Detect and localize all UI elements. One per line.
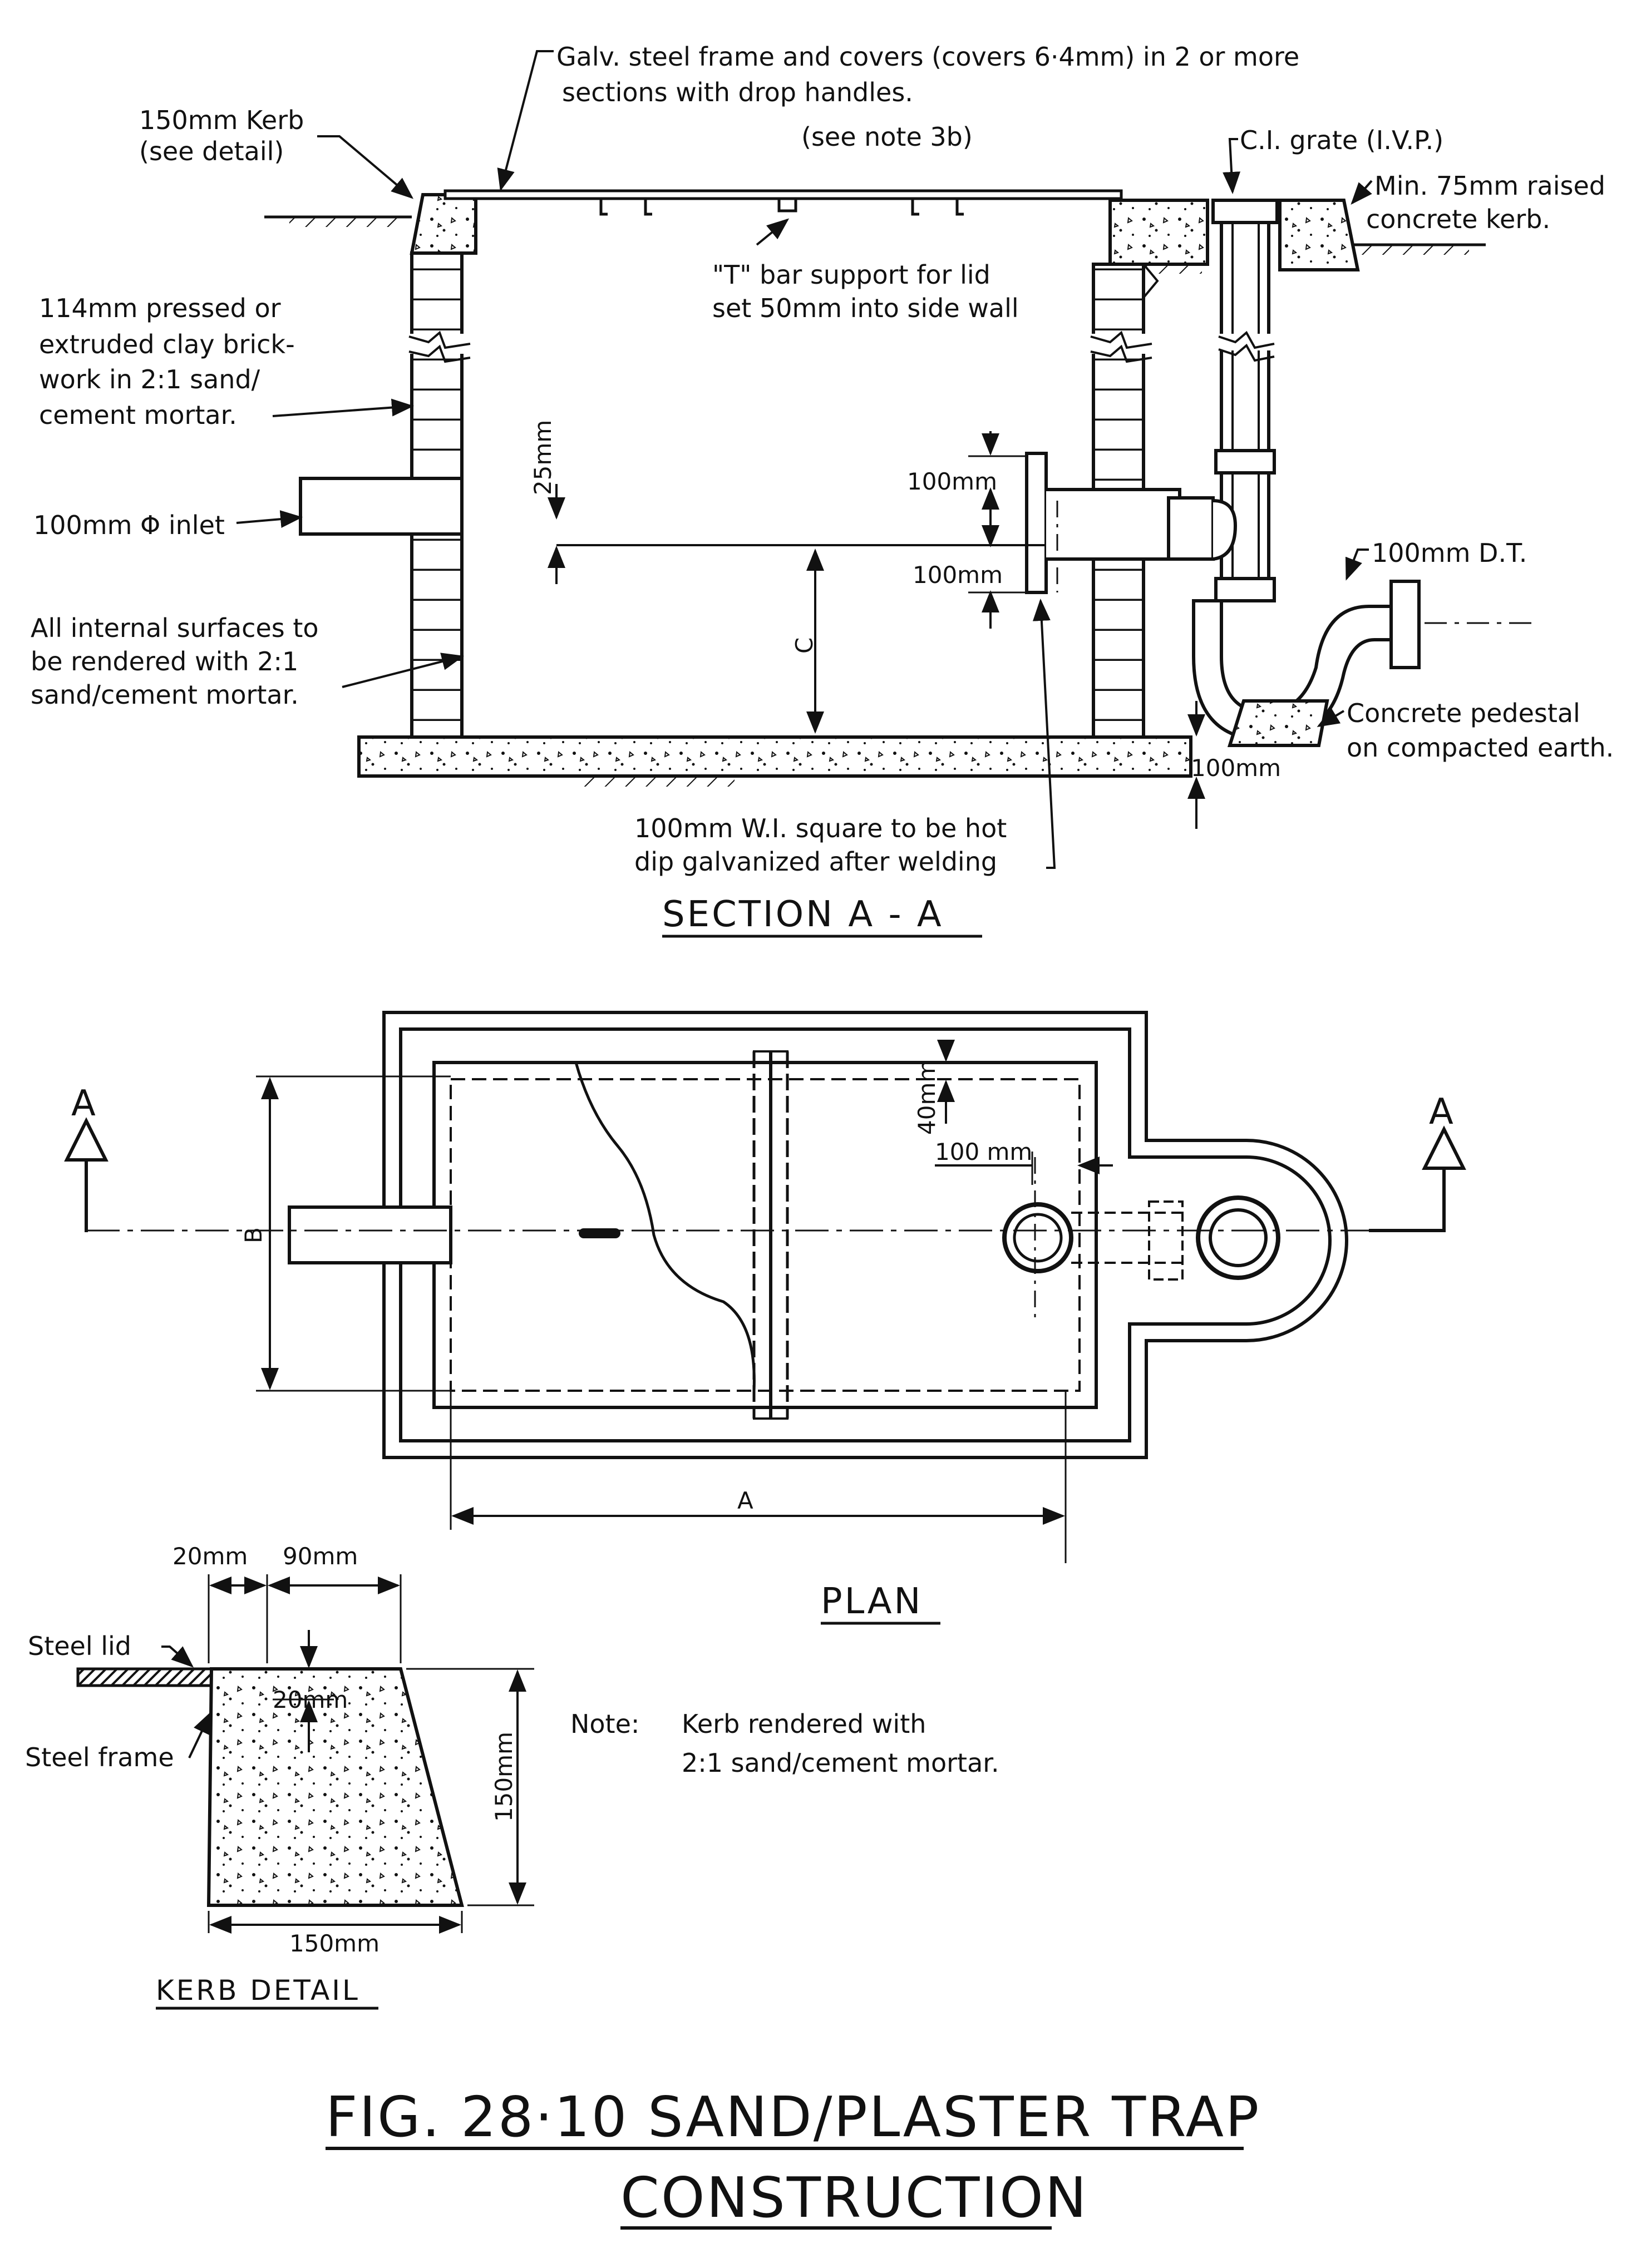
kerb-note: Note: Kerb rendered with 2:1 sand/cement… [570,1709,999,1778]
dim-20mm-top: 20mm [173,1543,248,1570]
right-concrete-slab [1108,199,1209,266]
dim-100mm-slab: 100mm [1191,754,1281,782]
label-kerb-line1: 150mm Kerb [139,105,304,135]
label-tbar-line2: set 50mm into side wall [712,293,1019,323]
svg-text:A: A [1429,1091,1456,1133]
label-steel-lid: Steel lid [28,1631,131,1661]
label-brickwork-line1: 114mm pressed or [39,293,281,323]
label-inlet: 100mm Φ inlet [33,510,225,540]
section-marker-right: A [1369,1091,1466,1232]
figure-title-line2: CONSTRUCTION [620,2165,1088,2230]
plan-cutaway-line [574,1062,756,1391]
label-brickwork-line2: extruded clay brick- [39,329,295,359]
outlet-branch-pipe [1025,452,1238,594]
label-brickwork-line4: cement mortar. [39,400,237,430]
label-raised-kerb-line2: concrete kerb. [1366,204,1550,234]
label-drain-trap: 100mm D.T. [1372,538,1527,568]
dim-100mm-lower: 100mm [913,561,1003,589]
label-kerb-line2: (see detail) [139,136,284,166]
section-marker-left: A [64,1083,109,1232]
dim-c: C [791,638,818,654]
note-line2: 2:1 sand/cement mortar. [682,1748,999,1778]
dim-b: B [240,1227,267,1243]
base-slab [357,735,1192,778]
note-line1: Kerb rendered with [682,1709,926,1739]
steel-frame-and-covers [443,189,1123,216]
plan-t-bar [752,1050,789,1420]
label-brickwork-line3: work in 2:1 sand/ [39,364,260,394]
concrete-pedestal [1227,699,1329,747]
section-leaders [236,50,1373,869]
section-dimensions [548,431,1205,829]
ground-surface [264,215,1486,787]
plan-outlet-pipes [579,1195,1280,1281]
label-render-line3: sand/cement mortar. [31,680,299,710]
label-render-line1: All internal surfaces to [31,613,319,643]
label-pedestal-line1: Concrete pedestal [1347,698,1580,728]
label-galv-frame-line1: Galv. steel frame and covers (covers 6·4… [556,42,1299,72]
label-steel-frame: Steel frame [25,1742,174,1772]
dim-150mm-height: 150mm [490,1732,518,1822]
raised-concrete-kerb [1278,199,1360,271]
dim-90mm: 90mm [283,1543,358,1570]
label-wi-square-line1: 100mm W.I. square to be hot [634,813,1007,843]
kerb-detail-title: KERB DETAIL [156,1974,360,2007]
inlet-pipe [299,477,464,536]
label-render-line2: be rendered with 2:1 [31,646,298,676]
dim-150mm-width: 150mm [289,1930,380,1957]
label-wi-square-line2: dip galvanized after welding [634,847,997,877]
figure-title-line1: FIG. 28·10 SAND/PLASTER TRAP [326,2084,1260,2150]
dim-a: A [737,1487,753,1514]
dim-100mm-upper: 100mm [907,468,997,495]
label-pedestal-line2: on compacted earth. [1347,733,1614,763]
label-tbar-line1: "T" bar support for lid [712,260,990,290]
label-galv-frame-line2: sections with drop handles. [562,77,913,107]
plan-inlet-pipe [288,1205,452,1264]
left-kerb [410,193,477,255]
dim-100mm-plan: 100 mm [935,1138,1032,1165]
kerb-detail-view: Steel lid Steel frame 20mm 90mm 20mm 150… [25,1543,534,2010]
plan-dimensions [256,1040,1113,1563]
label-raised-kerb-line1: Min. 75mm raised [1374,171,1605,201]
svg-text:A: A [71,1083,98,1124]
dim-40mm: 40mm [913,1060,940,1135]
note-label: Note: [570,1709,639,1739]
figure-caption: FIG. 28·10 SAND/PLASTER TRAP CONSTRUCTIO… [326,2084,1260,2230]
dim-20mm-frame: 20mm [273,1686,348,1713]
label-galv-frame-note: (see note 3b) [801,122,973,152]
kerb-block [206,1667,464,1907]
label-ci-grate: C.I. grate (I.V.P.) [1240,125,1443,155]
kerb-dimensions [208,1574,534,1934]
section-title: SECTION A - A [662,894,944,935]
dim-25mm: 25mm [529,420,556,495]
plan-view: A A B A 40mm 100 mm PLAN [64,1011,1466,1625]
plan-title: PLAN [821,1581,923,1622]
section-aa-view: Galv. steel frame and covers (covers 6·4… [31,42,1614,938]
